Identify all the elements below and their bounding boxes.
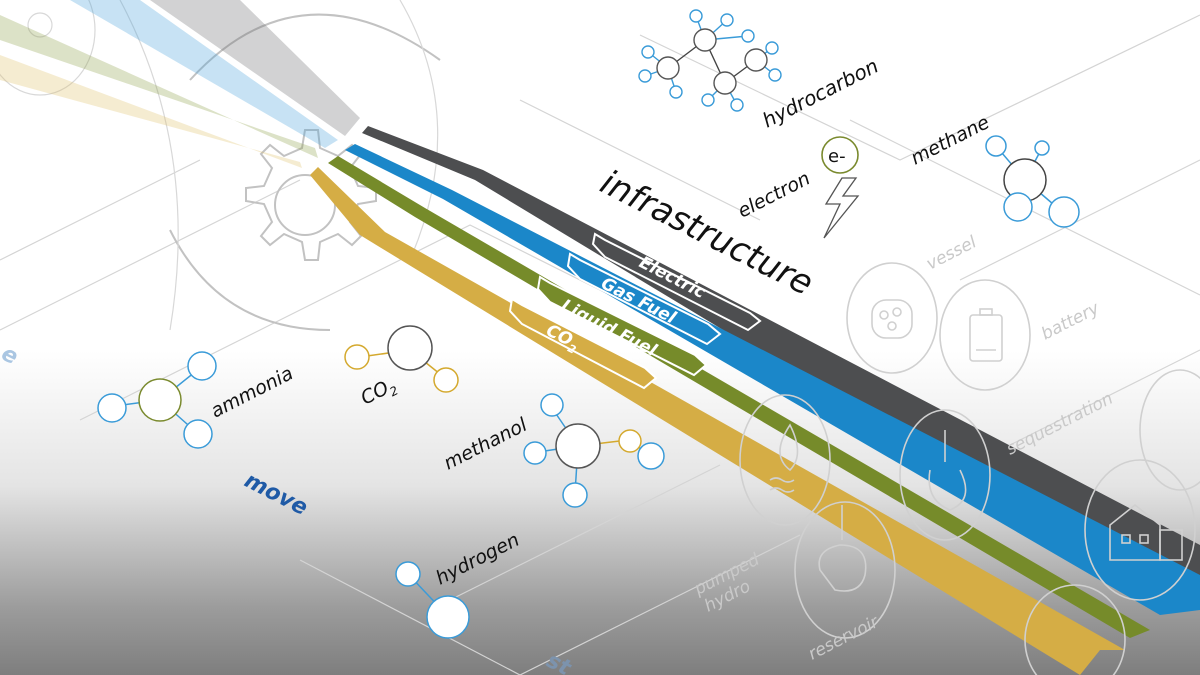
co2-band — [310, 167, 1125, 675]
electric-label-arrow — [591, 232, 762, 332]
ammonia-molecule — [97, 351, 217, 449]
gear-icon — [169, 13, 441, 331]
bottom-edge-verb: st — [542, 648, 576, 675]
sequestration-icon — [928, 430, 967, 511]
water-drop-icon — [769, 423, 799, 493]
methanol-label: methanol — [440, 414, 531, 475]
move-label: move — [240, 468, 311, 521]
house-icon — [1109, 503, 1183, 561]
methane-molecule — [985, 135, 1080, 228]
ghost-icons — [739, 262, 1200, 675]
ammonia-label: ammonia — [207, 362, 297, 422]
faint-sketch-lines — [0, 0, 439, 331]
co2-label-arrow — [508, 297, 658, 390]
hydrogen-molecule — [395, 561, 470, 639]
co2-formula-label: CO2 — [357, 374, 400, 413]
gas-fuel-band — [345, 144, 1200, 615]
electron-icon: e- — [821, 136, 860, 239]
left-edge-verb: e — [0, 341, 22, 370]
hydrocarbon-label: hydrocarbon — [758, 54, 882, 133]
liquid-fuel-label-arrow — [536, 275, 708, 377]
hydrocarbon-molecule — [638, 9, 782, 112]
faded-ribbons — [0, 0, 360, 168]
co2-molecule — [344, 325, 459, 393]
hydrogen-label: hydrogen — [432, 529, 523, 590]
sequestration-label: sequestration — [1003, 389, 1116, 460]
vessel-label: vessel — [923, 232, 980, 274]
battery-icon — [969, 308, 1003, 362]
reservoir-label: reservoir — [805, 612, 883, 665]
liquid-fuel-band — [328, 156, 1150, 638]
methanol-molecule — [523, 393, 665, 508]
electron-symbol: e- — [828, 146, 846, 167]
gas-fuel-label-arrow — [566, 252, 722, 346]
methane-label: methane — [907, 111, 993, 169]
reservoir-icon — [818, 505, 867, 592]
electron-label: electron — [734, 167, 814, 222]
battery-label: battery — [1038, 298, 1103, 344]
vessel-icon — [871, 299, 913, 339]
lightning-bolt-icon — [823, 177, 860, 239]
